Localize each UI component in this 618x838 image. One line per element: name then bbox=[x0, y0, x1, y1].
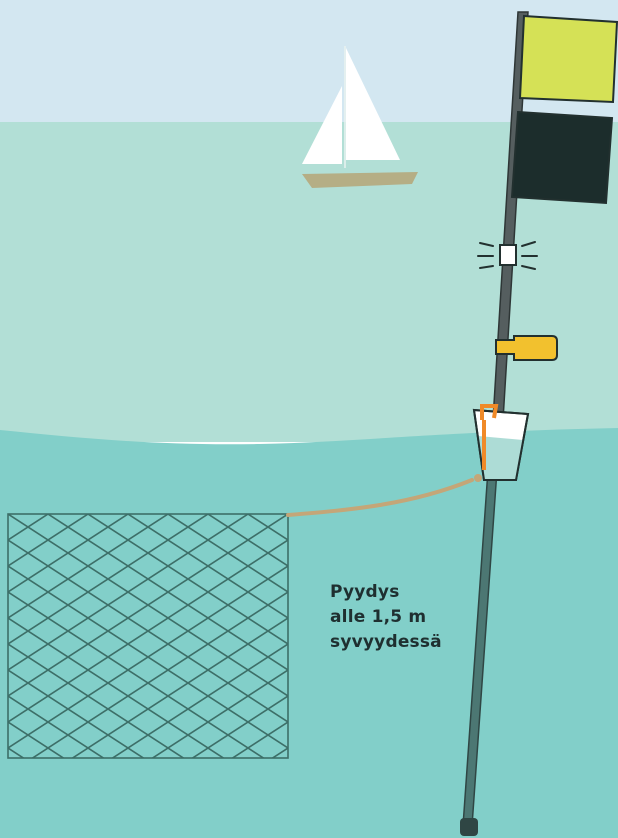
caption-line-1: Pyydys bbox=[330, 580, 442, 605]
caption-line-3: syvyydessä bbox=[330, 630, 442, 655]
flag-bottom bbox=[512, 112, 612, 203]
caption-line-2: alle 1,5 m bbox=[330, 605, 442, 630]
fishing-net-icon bbox=[8, 514, 288, 758]
flag-top bbox=[520, 16, 617, 102]
pole-weight bbox=[460, 818, 478, 836]
depth-caption: Pyydys alle 1,5 m syvyydessä bbox=[330, 580, 442, 655]
